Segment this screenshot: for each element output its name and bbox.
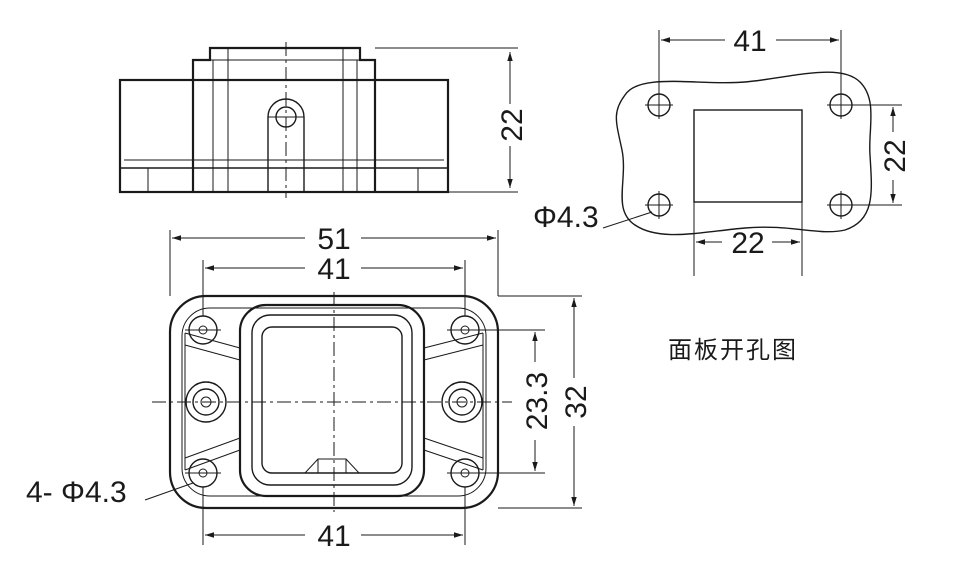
front-view: 51 41 41 23.3 32 4- Φ4.3 [26,223,593,553]
panel-vertical-pitch-label: 22 [879,139,912,172]
panel-square-cutout [693,109,803,203]
front-view-hole-callout: 4- Φ4.3 [26,476,127,509]
side-view: 22 [118,42,529,198]
panel-hole-callout: Φ4.3 [533,201,599,234]
front-view-body [238,303,426,498]
front-view-width-label: 51 [317,223,350,256]
panel-horizontal-pitch-label: 41 [733,25,766,58]
front-view-window-height-label: 23.3 [521,372,554,430]
front-view-height-label: 32 [560,385,593,418]
side-view-body [118,78,450,194]
side-view-housing [191,46,377,192]
front-view-top-pitch-label: 41 [317,253,350,286]
front-view-latch [272,458,392,474]
panel-cutout-width-label: 22 [731,227,764,260]
panel-cutout-view: 41 22 22 Φ4.3 面板开孔图 [533,25,912,364]
panel-caption: 面板开孔图 [668,336,798,364]
front-view-bottom-pitch-label: 41 [317,520,350,553]
side-view-height-label: 22 [496,108,529,141]
panel-outline [615,71,873,236]
front-view-window [261,326,403,474]
